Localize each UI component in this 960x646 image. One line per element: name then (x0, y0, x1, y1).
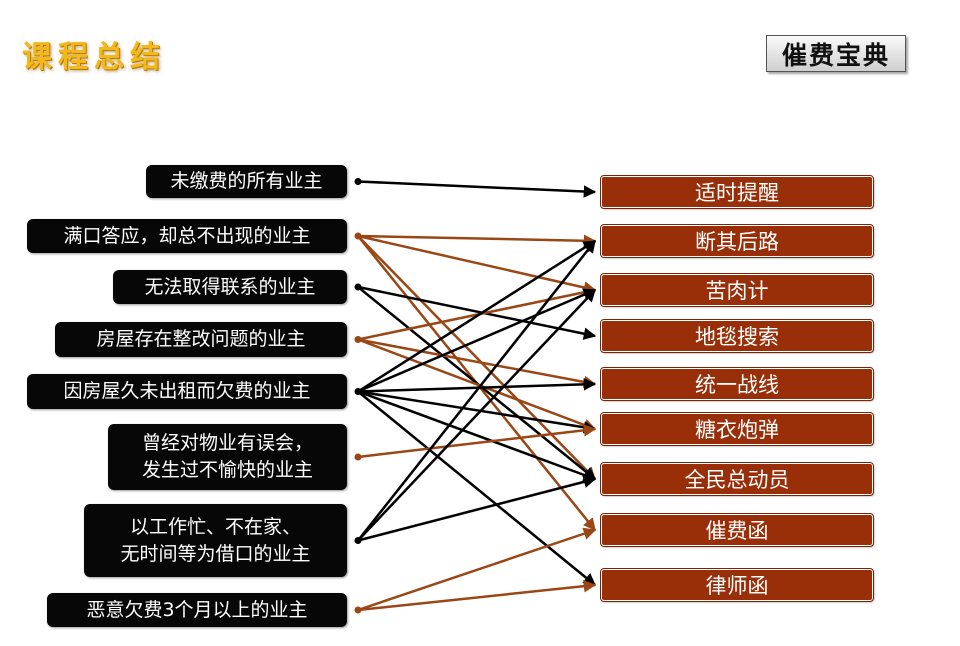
connector-dot (354, 232, 362, 240)
connector-arrow (357, 338, 597, 389)
owner-type-box: 以工作忙、不在家、 无时间等为借口的业主 (84, 504, 347, 577)
connector-arrow (357, 390, 597, 434)
method-box: 糖衣炮弹 (600, 412, 874, 446)
owner-type-box: 因房屋久未出租而欠费的业主 (27, 374, 347, 409)
connector-arrow (357, 235, 596, 480)
logo: 催费宝典 (766, 35, 906, 72)
owner-type-box: 无法取得联系的业主 (113, 270, 347, 304)
connector-arrow (357, 180, 597, 198)
connector-arrow (357, 234, 597, 248)
connector-arrow (357, 285, 597, 340)
connector-dot (354, 537, 362, 544)
method-box: 全民总动员 (600, 462, 874, 496)
connector-arrow (357, 289, 596, 542)
connector-arrow (357, 390, 597, 481)
owner-type-box: 房屋存在整改问题的业主 (55, 322, 347, 357)
connector-arrow (357, 424, 597, 459)
connector-arrow (357, 378, 597, 393)
owner-type-box: 曾经对物业有误会， 发生过不愉快的业主 (108, 424, 347, 490)
method-box: 断其后路 (600, 224, 874, 258)
connector-dot (354, 283, 362, 291)
connector-arrow (357, 338, 597, 431)
connector-dot (354, 606, 362, 614)
connector-dot (354, 336, 362, 343)
connector-arrow (357, 288, 597, 393)
connector-dot (354, 178, 362, 185)
connector-arrow (357, 475, 597, 542)
page-title: 课程总结 (22, 40, 166, 75)
connector-arrow (357, 234, 597, 294)
method-box: 统一战线 (600, 367, 874, 401)
connector-arrow (357, 579, 597, 612)
connector-arrow (357, 390, 596, 586)
connector-arrow (357, 240, 596, 542)
connector-dot (354, 453, 362, 461)
connector-dot (354, 388, 362, 395)
owner-type-box: 满口答应，却总不出现的业主 (27, 219, 347, 253)
method-box: 苦肉计 (600, 273, 874, 307)
method-box: 适时提醒 (600, 175, 874, 209)
owner-type-box: 未缴费的所有业主 (146, 165, 347, 198)
connector-arrow (357, 239, 597, 393)
connector-arrow (357, 286, 597, 341)
method-box: 律师函 (600, 568, 874, 602)
connector-arrow (357, 527, 597, 612)
method-box: 地毯搜索 (600, 319, 874, 353)
owner-type-box: 恶意欠费3个月以上的业主 (47, 593, 347, 627)
method-box: 催费函 (600, 513, 874, 547)
